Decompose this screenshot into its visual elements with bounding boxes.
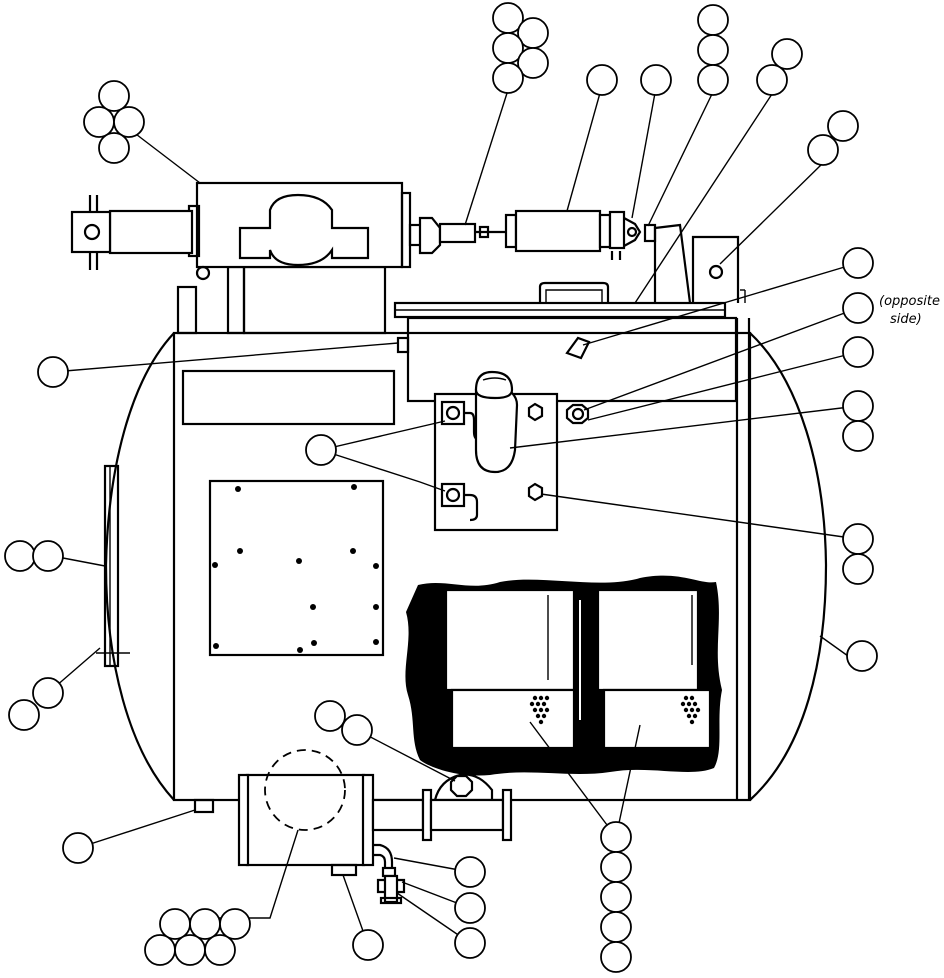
- side-tube: [735, 318, 751, 800]
- opposite-side-note-line1: (opposite: [879, 294, 940, 309]
- bottom-piping: [237, 749, 513, 905]
- opposite-side-note-line2: side): [890, 312, 922, 327]
- top-right-bracket: [653, 223, 746, 304]
- top-housing: [393, 281, 738, 403]
- actuator-cylinder: [408, 209, 657, 260]
- filter-mount: [433, 370, 559, 532]
- callout-bubbles: [4, 2, 878, 973]
- motor-assembly: [70, 181, 412, 335]
- battery-cutaway: [405, 575, 722, 776]
- leader-lines: [47, 89, 859, 946]
- side-fitting: [565, 403, 590, 425]
- access-panel: [208, 479, 385, 657]
